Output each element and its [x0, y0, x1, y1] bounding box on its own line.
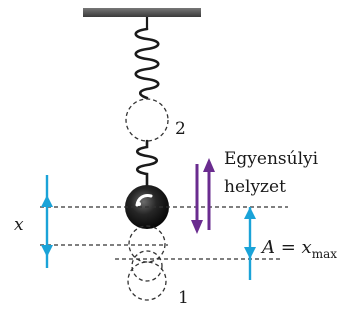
label-displacement-x: x	[14, 215, 24, 235]
label-amplitude-subscript: max	[312, 247, 338, 261]
lower-dashed-circle-b	[131, 250, 163, 282]
label-amplitude: A = xmax	[260, 237, 337, 261]
ceiling-bar	[83, 8, 201, 17]
spring-upper-coil	[134, 27, 160, 100]
label-equilibrium-line1: Egyensúlyi	[224, 149, 319, 169]
lower-dashed-circle-a	[128, 225, 166, 263]
label-position-1: 1	[178, 288, 189, 308]
label-equilibrium-line2: helyzet	[224, 177, 286, 197]
position-1-outline	[127, 261, 167, 301]
oscillation-arrows	[191, 158, 215, 234]
displacement-arrow	[41, 175, 53, 268]
label-position-2: 2	[175, 119, 186, 139]
position-2-outline	[125, 98, 169, 142]
spring-lower-coil	[135, 139, 159, 191]
amplitude-arrow	[244, 207, 256, 280]
